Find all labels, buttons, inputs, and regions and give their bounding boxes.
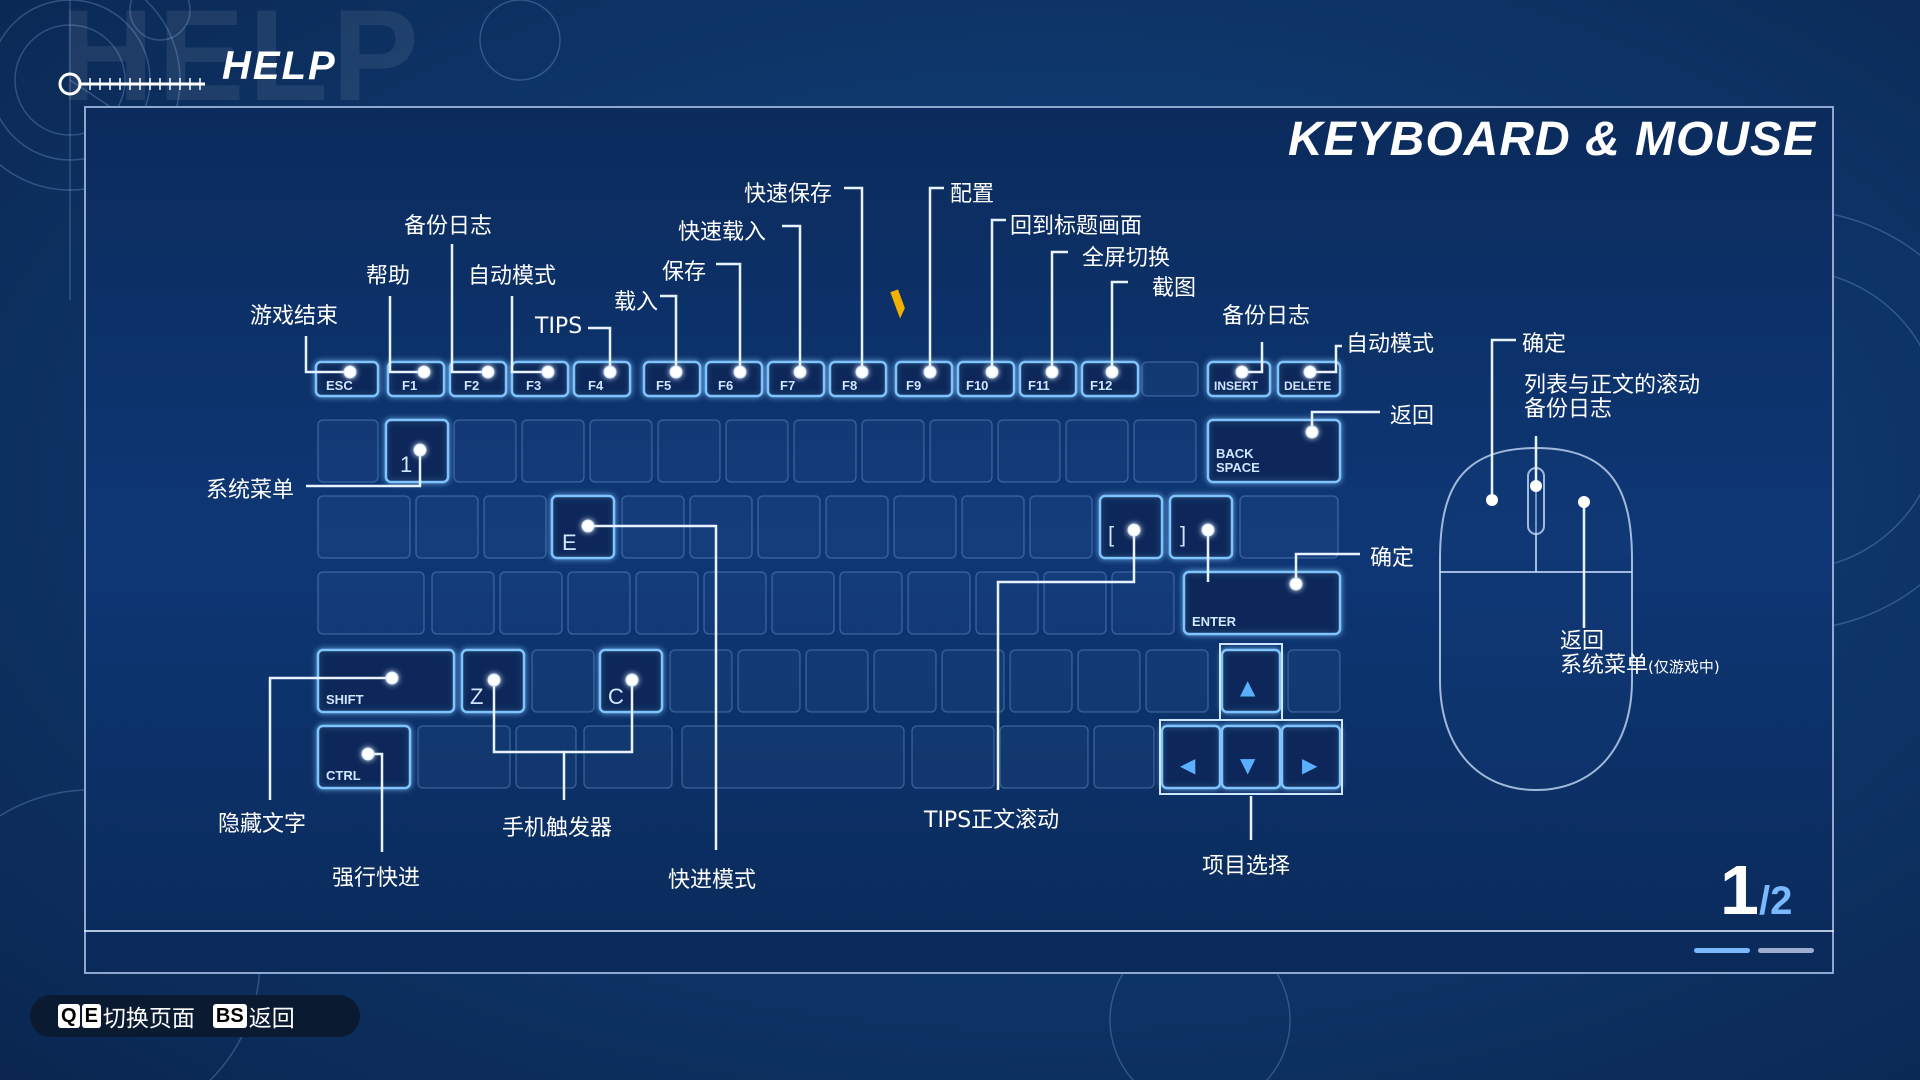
label-f6: 保存 [662,260,707,285]
back-label[interactable]: 返回 [248,1006,295,1032]
key-up-label: ▲ [1240,675,1256,699]
key-up [1220,648,1282,714]
key-lbracket-label: [ [1108,522,1114,547]
key-esc [314,360,380,398]
key-f7-label: F7 [780,378,795,393]
switch-page-label[interactable]: 切换页面 [102,1006,195,1032]
label-mouse-right: 返回 系统菜单(仅游戏中) [1560,630,1720,679]
key-insert-label: INSERT [1214,379,1259,393]
label-delete: 自动模式 [1346,332,1435,357]
key-e-label: E [562,530,577,555]
key-f11-label: F11 [1028,378,1050,393]
key-down-label: ▼ [1240,753,1256,777]
label-mouse-left: 确定 [1522,332,1567,357]
label-f4: TIPS [535,314,583,339]
key-f9-label: F9 [906,378,921,393]
label-backspace: 返回 [1390,404,1435,429]
label-f5: 载入 [614,290,659,315]
label-f1: 帮助 [366,264,411,289]
label-mouse-wheel: 列表与正文的滚动 备份日志 [1524,374,1700,422]
key-f10 [956,360,1016,398]
q-key-icon[interactable]: Q [58,1004,80,1028]
panel-title: KEYBOARD & MOUSE [1287,113,1816,166]
key-f1-label: F1 [402,378,417,393]
key-rbracket [1168,494,1234,560]
label-esc: 游戏结束 [250,304,339,329]
key-f9 [894,360,954,398]
key-f8-label: F8 [842,378,857,393]
key-left-label: ◀ [1180,753,1196,777]
key-f6-label: F6 [718,378,733,393]
key-z-label: Z [470,684,483,709]
key-insert [1206,360,1272,398]
label-ctrl: 强行快进 [332,866,421,891]
key-backspace-label-1: BACK [1216,446,1254,461]
label-f2: 备份日志 [404,214,493,239]
key-ctrl-label: CTRL [326,768,361,783]
key-c-label: C [608,684,624,709]
key-f12-label: F12 [1090,378,1112,393]
label-shift: 隐藏文字 [218,812,307,837]
key-1-label: 1 [400,452,412,477]
key-shift [316,648,456,714]
key-f3-label: F3 [526,378,541,393]
key-f5 [642,360,702,398]
label-f7: 快速载入 [678,220,767,245]
key-right [1280,724,1342,790]
page-indicator: 1/2 [1720,850,1792,930]
key-backspace-label-2: SPACE [1216,460,1260,475]
label-f3: 自动模式 [468,264,557,289]
key-f6 [704,360,764,398]
label-enter: 确定 [1370,546,1415,571]
label-zc: 手机触发器 [502,816,613,841]
controls-hint-bar: Q E 切换页面 BS 返回 [30,995,360,1037]
label-mouse-wheel-1: 列表与正文的滚动 [1524,373,1701,398]
key-f5-label: F5 [656,378,671,393]
label-mouse-right-2: 系统菜单 [1560,653,1649,678]
label-mouse-wheel-2: 备份日志 [1524,397,1613,422]
key-f4-label: F4 [588,378,604,393]
page-dot-1[interactable] [1694,948,1750,953]
panel-divider [84,930,1834,932]
key-f2-label: F2 [464,378,479,393]
bs-key-icon[interactable]: BS [212,1004,247,1028]
key-f10-label: F10 [966,378,988,393]
key-esc-label: ESC [326,378,353,393]
key-rbracket-label: ] [1180,522,1186,547]
label-mouse-right-1: 返回 [1560,629,1605,654]
page-separator: / [1758,879,1771,923]
label-f11: 全屏切换 [1082,246,1171,271]
mouse-diagram [1439,446,1633,792]
key-enter-label: ENTER [1192,614,1237,629]
label-f9: 配置 [950,182,995,207]
key-down [1220,724,1282,790]
label-insert: 备份日志 [1222,304,1311,329]
label-arrows: 项目选择 [1202,854,1291,879]
e-key-icon[interactable]: E [81,1004,101,1028]
page-dot-2[interactable] [1758,948,1814,953]
page-total: 2 [1770,879,1793,923]
label-mouse-right-note: (仅游戏中) [1648,658,1720,676]
label-f10: 回到标题画面 [1010,214,1143,239]
key-f7 [766,360,826,398]
keyboard-mouse-panel [84,106,1834,974]
label-f8: 快速保存 [744,182,833,207]
label-f12: 截图 [1152,276,1197,301]
label-brackets: TIPS正文滚动 [924,808,1060,833]
key-delete [1276,360,1342,398]
help-title: HELP [222,44,337,88]
key-delete-label: DELETE [1284,379,1331,393]
page-current: 1 [1720,851,1759,929]
key-f8 [828,360,888,398]
label-1: 系统菜单 [206,478,295,503]
key-left [1160,724,1222,790]
key-f12 [1080,360,1140,398]
key-right-label: ▶ [1302,753,1318,777]
key-shift-label: SHIFT [326,692,364,707]
label-e: 快进模式 [668,868,757,893]
key-f11 [1018,360,1078,398]
